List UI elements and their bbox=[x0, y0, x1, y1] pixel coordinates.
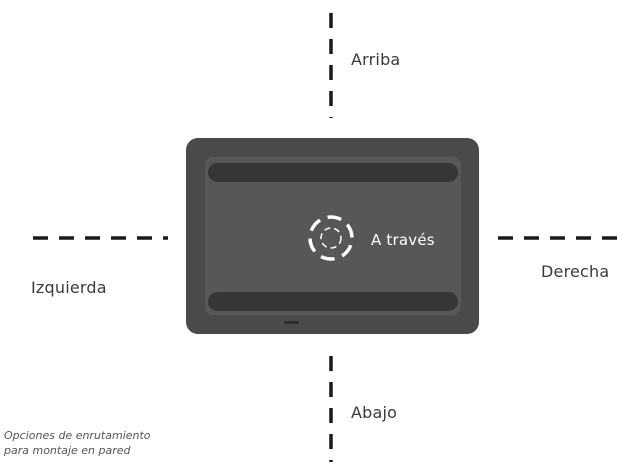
label-right: Derecha bbox=[541, 262, 610, 281]
label-down: Abajo bbox=[351, 403, 398, 422]
device-port bbox=[284, 321, 299, 324]
wall-mount-device bbox=[186, 138, 479, 334]
through-routing-icon bbox=[308, 215, 354, 261]
device-panel bbox=[205, 157, 461, 315]
device-rail-bottom bbox=[208, 292, 458, 311]
device-rail-top bbox=[208, 163, 458, 182]
label-through: A través bbox=[371, 231, 435, 249]
label-left: Izquierda bbox=[31, 278, 107, 297]
diagram-caption: Opciones de enrutamiento para montaje en… bbox=[4, 428, 151, 458]
label-up: Arriba bbox=[351, 50, 401, 69]
caption-line-1: Opciones de enrutamiento bbox=[4, 429, 151, 442]
caption-line-2: para montaje en pared bbox=[4, 444, 131, 457]
